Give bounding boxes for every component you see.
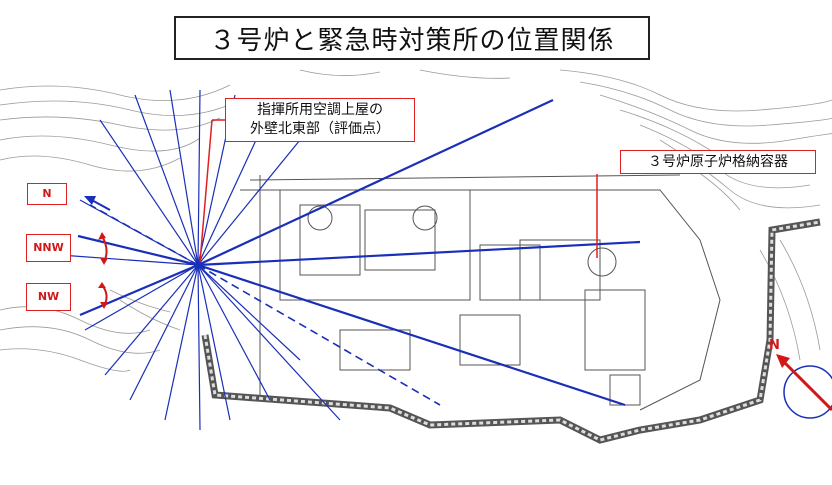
terrain-contours xyxy=(0,69,832,372)
direction-label-nnw: NNW xyxy=(26,234,71,262)
facility-buildings xyxy=(240,174,721,411)
reactor-callout: ３号炉原子炉格納容器 xyxy=(620,150,816,174)
perimeter-wall xyxy=(201,218,821,444)
sector-arcs xyxy=(101,235,108,307)
radiation-rays xyxy=(59,89,341,431)
north-arrow-icon xyxy=(780,358,832,412)
reactor-label: ３号炉原子炉格納容器 xyxy=(648,154,788,170)
dashed-rays xyxy=(89,204,441,406)
north-arrow-label: N xyxy=(769,338,780,353)
site-map xyxy=(0,69,832,444)
direction-label-nw: NW xyxy=(26,283,71,311)
evaluation-point-callout: 指揮所用空調上屋の 外壁北東部（評価点） xyxy=(225,98,415,142)
north-arrow-circle xyxy=(783,365,832,419)
evaluation-point-label: 指揮所用空調上屋の 外壁北東部（評価点） xyxy=(250,102,390,137)
main-rays xyxy=(77,99,641,407)
direction-label-n: N xyxy=(27,183,67,205)
callout-leaders xyxy=(199,119,598,263)
map-title: ３号炉と緊急時対策所の位置関係 xyxy=(174,16,650,60)
